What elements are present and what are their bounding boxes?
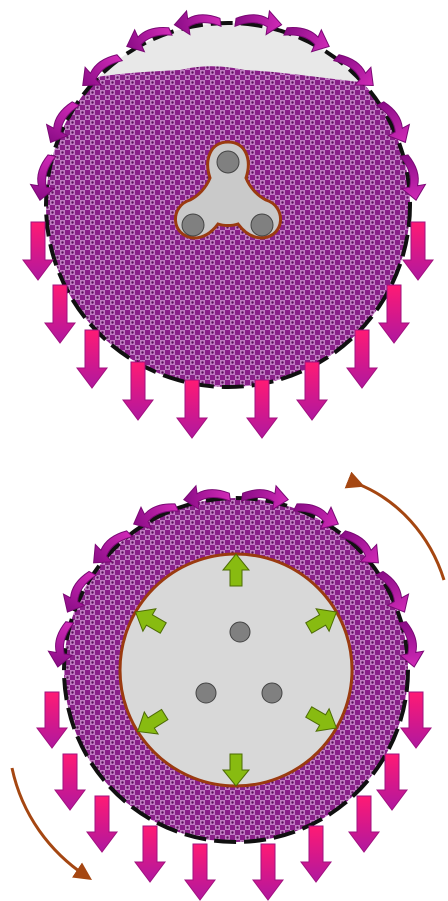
down-arrow-icon [37, 692, 67, 748]
top-inner-dot [251, 214, 273, 236]
top-vessel-diagram [23, 6, 433, 438]
down-arrow-icon [185, 844, 215, 900]
down-arrow-icon [301, 826, 331, 882]
down-arrow-icon [55, 754, 85, 810]
top-inner-dot [182, 214, 204, 236]
top-inner-dot [217, 151, 239, 173]
bottom-inner-lumen [120, 554, 352, 786]
down-arrow-icon [87, 796, 117, 852]
bottom-inner-dot [262, 683, 282, 703]
bottom-inner-dot [230, 622, 250, 642]
down-arrow-icon [253, 844, 283, 900]
down-arrow-icon [135, 826, 165, 882]
down-arrow-icon [247, 380, 277, 438]
down-arrow-icon [349, 796, 379, 852]
bottom-inner-dot [196, 683, 216, 703]
down-arrow-icon [177, 380, 207, 438]
bottom-vessel-diagram [12, 481, 444, 900]
